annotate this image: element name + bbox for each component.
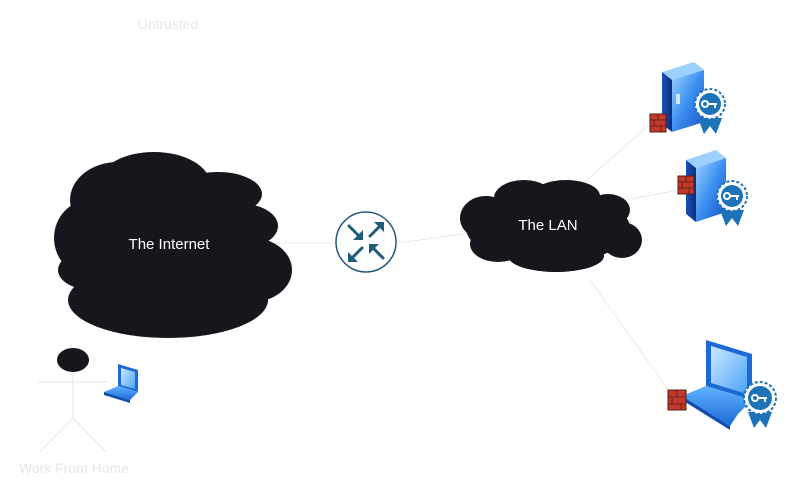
laptop-icon xyxy=(682,340,752,430)
server-2[interactable] xyxy=(677,150,748,226)
firewall-icon xyxy=(667,389,687,411)
link-lan-laptop xyxy=(589,279,673,396)
firewall-icon xyxy=(677,175,695,195)
link-router-lan xyxy=(397,232,471,244)
zone-label-untrusted: Untrusted xyxy=(137,16,199,32)
server-1[interactable] xyxy=(649,62,726,134)
remote-user-label: Work From Home xyxy=(18,460,130,476)
lan-cloud-label: The LAN xyxy=(518,217,577,234)
laptop-icon xyxy=(104,364,138,403)
internet-cloud[interactable]: The Internet xyxy=(54,152,292,338)
internet-cloud-label: The Internet xyxy=(129,236,211,253)
router-icon[interactable] xyxy=(335,211,397,273)
firewall-icon xyxy=(649,113,667,133)
links xyxy=(262,123,681,396)
certificate-icon xyxy=(716,180,748,226)
link-lan-server-1 xyxy=(579,123,651,187)
lan-laptop[interactable] xyxy=(667,340,777,430)
certificate-icon xyxy=(694,88,726,134)
lan-cloud[interactable]: The LAN xyxy=(460,180,642,272)
remote-user[interactable] xyxy=(38,348,138,453)
user-icon xyxy=(38,348,108,453)
link-lan-server-2 xyxy=(624,189,681,201)
certificate-icon xyxy=(743,381,777,428)
